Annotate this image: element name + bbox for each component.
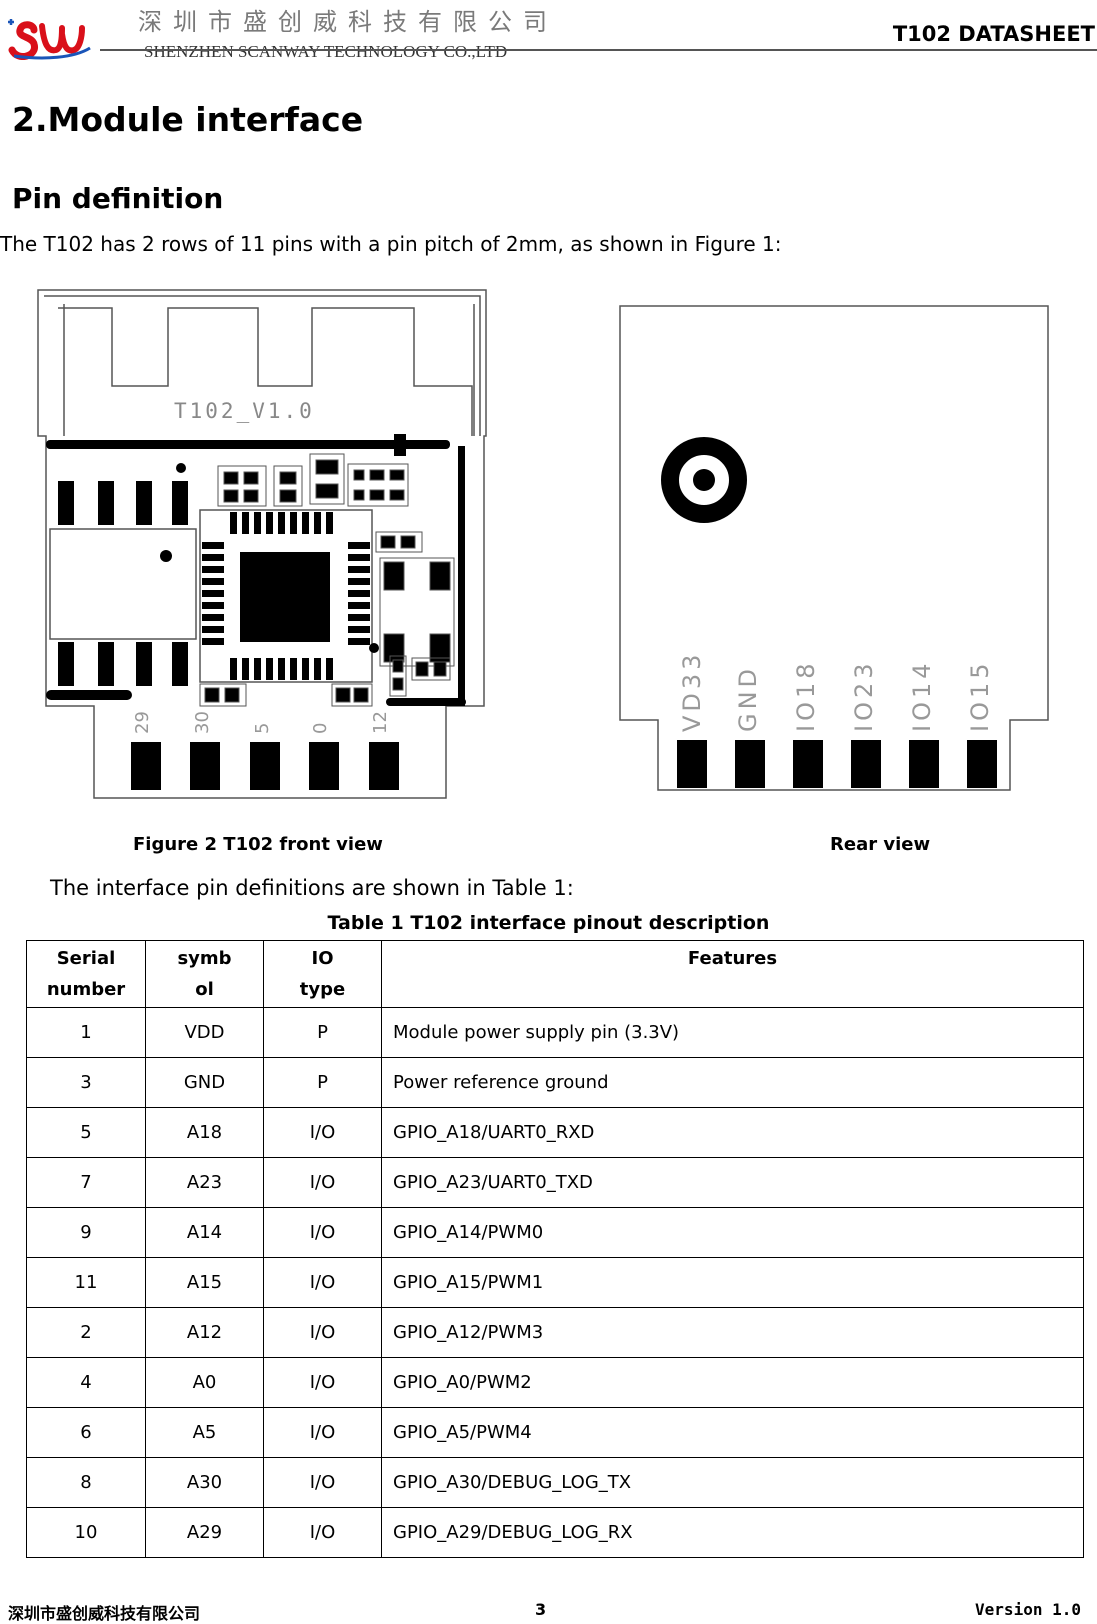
rear-pin-label: IO14 <box>908 659 936 732</box>
cell-io-type: P <box>263 1007 382 1058</box>
cell-io-type: P <box>263 1057 382 1108</box>
cell-io-type: I/O <box>263 1257 382 1308</box>
table-intro-paragraph: The interface pin definitions are shown … <box>50 876 574 900</box>
cell-features: GPIO_A14/PWM0 <box>381 1207 1084 1258</box>
front-pin-label: 5 <box>252 723 273 734</box>
cell-io-type: I/O <box>263 1307 382 1358</box>
cell-features: GPIO_A29/DEBUG_LOG_RX <box>381 1507 1084 1558</box>
front-pin-label: 12 <box>370 711 391 734</box>
footer-company-name: 深圳市盛创威科技有限公司 <box>8 1604 201 1623</box>
page-number: 3 <box>535 1600 547 1619</box>
version-label: Version 1.0 <box>975 1600 1081 1619</box>
cell-symbol: A0 <box>145 1357 264 1408</box>
board-version-label: T102_V1.0 <box>174 399 315 423</box>
section-heading: 2.Module interface <box>12 100 364 139</box>
cell-serial: 6 <box>26 1407 146 1458</box>
cell-symbol: VDD <box>145 1007 264 1058</box>
cell-serial: 1 <box>26 1007 146 1058</box>
rear-pin-label: IO18 <box>792 659 820 732</box>
cell-io-type: I/O <box>263 1107 382 1158</box>
table-caption: Table 1 T102 interface pinout descriptio… <box>327 912 770 934</box>
document-title: T102 DATASHEET <box>892 22 1095 46</box>
cell-serial: 4 <box>26 1357 146 1408</box>
column-header-features: Features <box>381 940 1084 1008</box>
cell-features: GPIO_A12/PWM3 <box>381 1307 1084 1358</box>
cell-features: GPIO_A0/PWM2 <box>381 1357 1084 1408</box>
cell-features: Module power supply pin (3.3V) <box>381 1007 1084 1058</box>
rear-view-diagram: VD33 GND IO18 IO23 IO14 IO15 <box>619 305 1049 791</box>
cell-symbol: A14 <box>145 1207 264 1258</box>
cell-io-type: I/O <box>263 1407 382 1458</box>
cell-features: GPIO_A5/PWM4 <box>381 1407 1084 1458</box>
rear-pin-label: IO23 <box>850 659 878 732</box>
cell-serial: 5 <box>26 1107 146 1158</box>
cell-symbol: A23 <box>145 1157 264 1208</box>
cell-serial: 8 <box>26 1457 146 1508</box>
cell-features: GPIO_A30/DEBUG_LOG_TX <box>381 1457 1084 1508</box>
cell-symbol: A15 <box>145 1257 264 1308</box>
cell-serial: 7 <box>26 1157 146 1208</box>
header-divider <box>100 49 1097 51</box>
cell-symbol: GND <box>145 1057 264 1108</box>
cell-io-type: I/O <box>263 1207 382 1258</box>
front-pin-label: 0 <box>310 723 331 734</box>
rear-pin-label: VD33 <box>678 651 706 732</box>
cell-serial: 10 <box>26 1507 146 1558</box>
cell-io-type: I/O <box>263 1457 382 1508</box>
cell-io-type: I/O <box>263 1507 382 1558</box>
cell-io-type: I/O <box>263 1357 382 1408</box>
cell-features: GPIO_A15/PWM1 <box>381 1257 1084 1308</box>
cell-symbol: A29 <box>145 1507 264 1558</box>
cell-symbol: A5 <box>145 1407 264 1458</box>
cell-serial: 9 <box>26 1207 146 1258</box>
cell-io-type: I/O <box>263 1157 382 1208</box>
intro-paragraph: The T102 has 2 rows of 11 pins with a pi… <box>0 232 782 256</box>
front-view-diagram: T102_V1.0 <box>37 289 487 799</box>
company-logo <box>8 19 91 60</box>
figure-caption-front: Figure 2 T102 front view <box>133 834 383 855</box>
front-pin-label: 30 <box>192 711 213 734</box>
cell-serial: 3 <box>26 1057 146 1108</box>
cell-symbol: A18 <box>145 1107 264 1158</box>
cell-features: GPIO_A18/UART0_RXD <box>381 1107 1084 1158</box>
cell-serial: 2 <box>26 1307 146 1358</box>
cell-symbol: A30 <box>145 1457 264 1508</box>
cell-features: Power reference ground <box>381 1057 1084 1108</box>
rear-pin-label: GND <box>734 665 762 732</box>
company-name-english: SHENZHEN SCANWAY TECHNOLOGY CO.,LTD <box>144 42 508 61</box>
front-pin-label: 29 <box>132 711 153 734</box>
rear-pin-label: IO15 <box>966 659 994 732</box>
cell-symbol: A12 <box>145 1307 264 1358</box>
subsection-heading: Pin definition <box>12 182 224 215</box>
cell-features: GPIO_A23/UART0_TXD <box>381 1157 1084 1208</box>
figure-caption-rear: Rear view <box>830 834 931 855</box>
cell-serial: 11 <box>26 1257 146 1308</box>
company-name-chinese: 深圳市盛创威科技有限公司 <box>138 8 558 36</box>
